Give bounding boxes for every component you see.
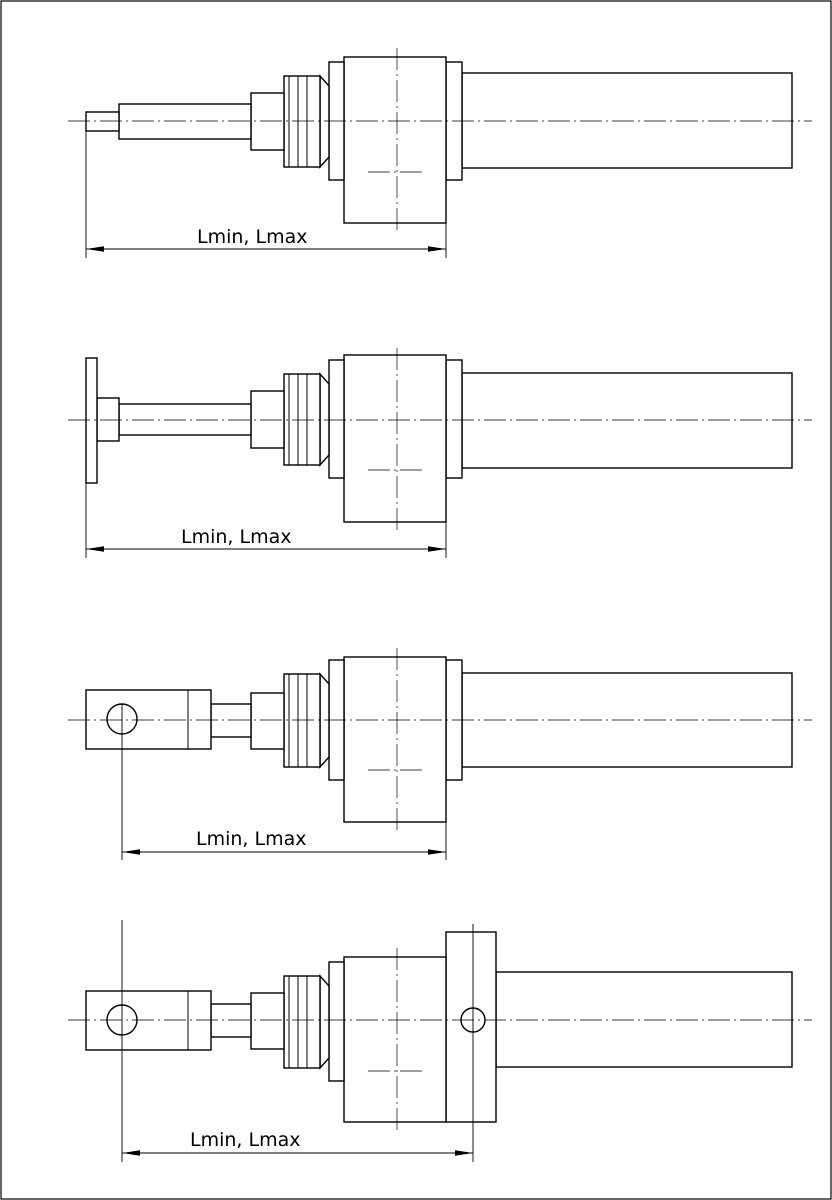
cylinder-tube [495,971,793,1068]
housing-block [343,656,447,823]
dimension-label: Lmin, Lmax [181,526,291,548]
rod-bushing [250,390,285,449]
drawing-clevis-rod-end: Lmin, Lmax [68,648,812,860]
housing-block [343,956,447,1123]
gland-cone [319,372,330,467]
piston-rod [210,1003,252,1038]
front-collar [328,359,345,479]
rod-tip [85,111,120,132]
rod-bushing [250,992,285,1050]
gland-nut [283,673,321,768]
housing-block [343,56,447,224]
cylinder-tube [461,72,793,169]
flange-plate [85,357,98,484]
piston-rod [118,403,252,436]
drawing-flange-rod-end: Lmin, Lmax [68,348,812,558]
cylinder-tube [461,372,793,469]
gland-cone [319,672,330,769]
gland-cone [319,974,330,1070]
dimension-label: Lmin, Lmax [190,1129,300,1151]
dimension-label: Lmin, Lmax [196,828,306,850]
flange-hub [96,397,120,442]
dimension-label: Lmin, Lmax [197,226,307,248]
front-collar [328,961,345,1082]
rod-bushing [250,692,285,750]
rear-collar [445,359,463,479]
drawing-clevis-trunnion: Lmin, Lmax [68,920,812,1162]
housing-block [343,354,447,523]
clevis-body [85,990,212,1051]
drawing-plain-rod-end: Lmin, Lmax [68,48,812,258]
gland-nut [283,75,321,168]
gland-cone [319,74,330,169]
rod-bushing [250,92,285,151]
clevis-body [85,689,212,750]
piston-rod [118,103,252,140]
piston-rod [210,703,252,738]
